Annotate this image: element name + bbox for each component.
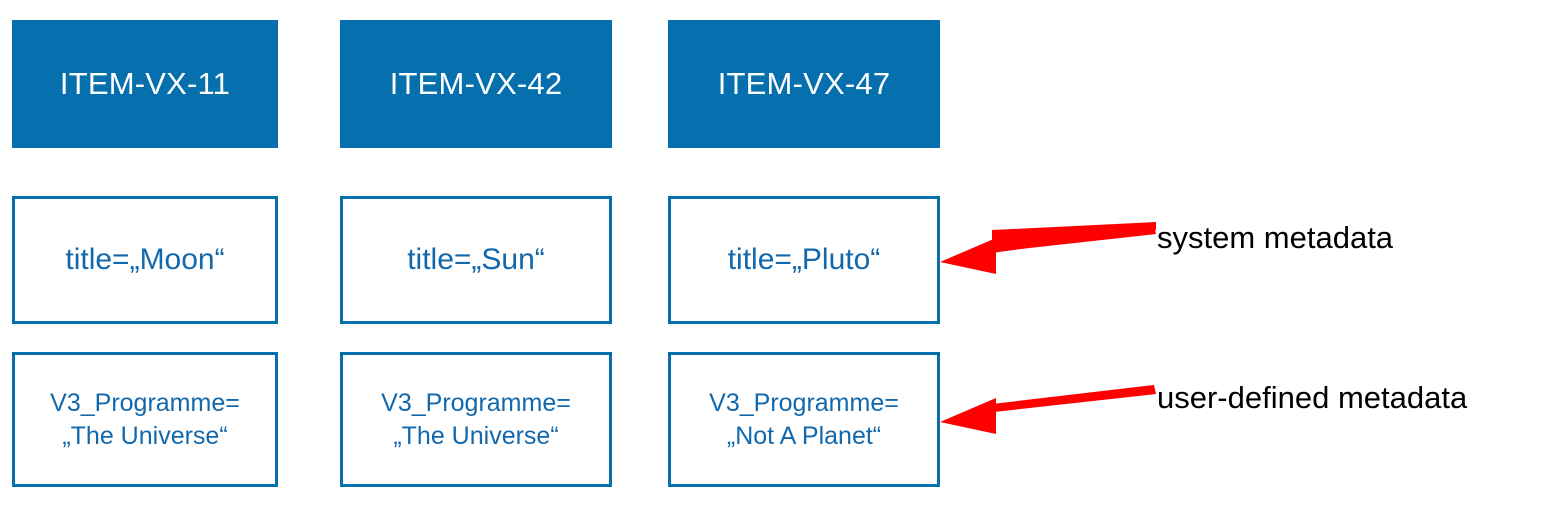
item-header-box-1: ITEM-VX-11 [12, 20, 278, 148]
system-metadata-box-2: title=„Sun“ [340, 196, 612, 324]
system-metadata-line: title=„Moon“ [65, 243, 225, 277]
user-metadata-box-2: V3_Programme= „The Universe“ [340, 352, 612, 487]
system-metadata-box-3: title=„Pluto“ [668, 196, 940, 324]
item-id-label: ITEM-VX-47 [717, 66, 891, 101]
user-metadata-line-1: V3_Programme= [381, 388, 571, 417]
user-metadata-line-2: „The Universe“ [393, 421, 559, 450]
user-metadata-line-2: „The Universe“ [62, 421, 228, 450]
system-metadata-box-1: title=„Moon“ [12, 196, 278, 324]
annotation-label-user-metadata: user-defined metadata [1157, 382, 1467, 413]
item-header-box-3: ITEM-VX-47 [668, 20, 940, 148]
annotation-label-system-metadata: system metadata [1157, 222, 1393, 253]
user-metadata-line-1: V3_Programme= [709, 388, 899, 417]
arrow-left-icon-user-metadata [940, 385, 1156, 434]
annotation-text: user-defined metadata [1157, 380, 1468, 415]
user-metadata-line-1: V3_Programme= [50, 388, 240, 417]
user-metadata-box-1: V3_Programme= „The Universe“ [12, 352, 278, 487]
system-metadata-line: title=„Sun“ [407, 243, 545, 277]
item-id-label: ITEM-VX-11 [59, 66, 231, 101]
system-metadata-line: title=„Pluto“ [727, 243, 881, 277]
arrow-left-icon-system-metadata [940, 222, 1156, 274]
user-metadata-box-3: V3_Programme= „Not A Planet“ [668, 352, 940, 487]
annotation-text: system metadata [1157, 220, 1394, 255]
item-header-box-2: ITEM-VX-42 [340, 20, 612, 148]
user-metadata-line-2: „Not A Planet“ [726, 421, 882, 450]
item-id-label: ITEM-VX-42 [389, 66, 563, 101]
